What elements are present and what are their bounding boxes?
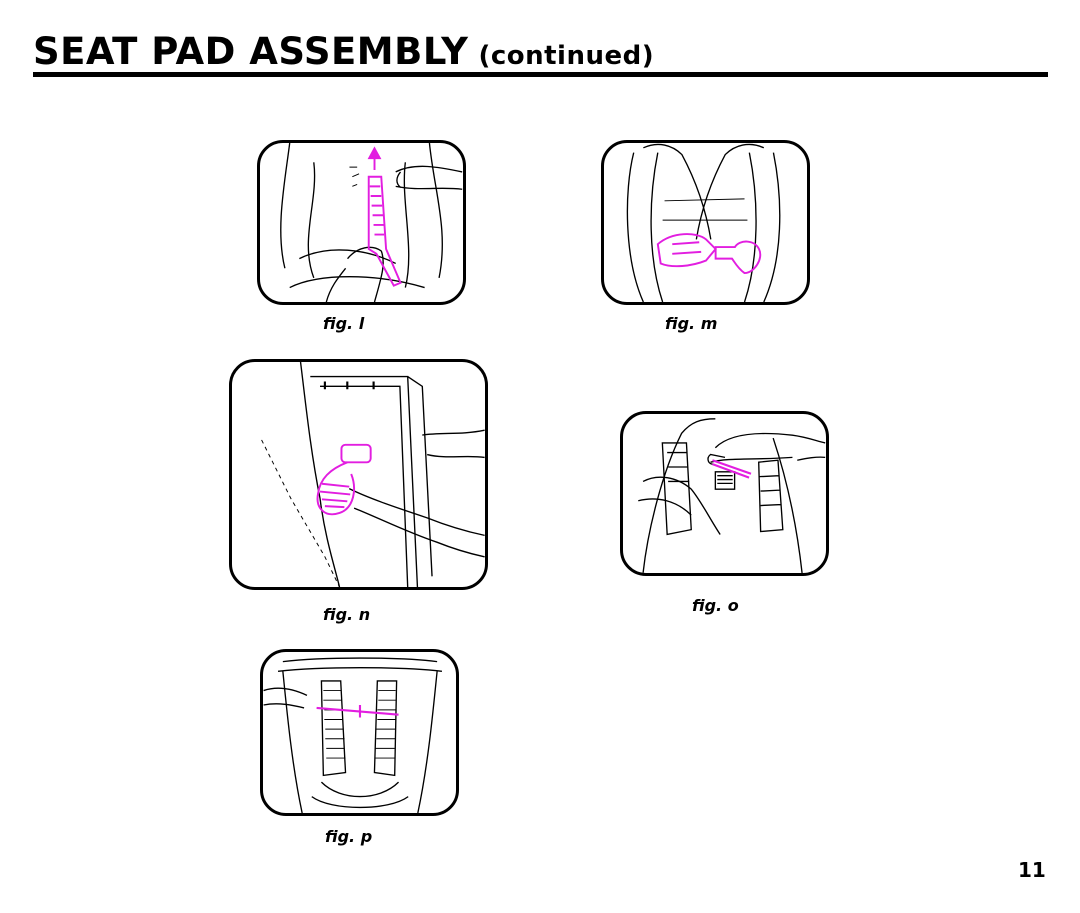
- figure-p-illustration: [260, 649, 459, 816]
- caption-fig-o: fig. o: [692, 596, 739, 615]
- title-main: SEAT PAD ASSEMBLY: [33, 30, 469, 73]
- caption-fig-l: fig. l: [323, 314, 365, 333]
- figure-l-illustration: [257, 140, 466, 305]
- caption-fig-m: fig. m: [665, 314, 718, 333]
- title-continued: (continued): [478, 41, 655, 71]
- figure-o-illustration: [620, 411, 829, 576]
- figure-m-illustration: [601, 140, 810, 305]
- page-title: SEAT PAD ASSEMBLY (continued): [33, 30, 654, 78]
- figure-n-illustration: [229, 359, 488, 590]
- page-number: 11: [1018, 858, 1046, 882]
- title-rule: [33, 72, 1048, 77]
- caption-fig-n: fig. n: [323, 605, 371, 624]
- caption-fig-p: fig. p: [325, 827, 373, 846]
